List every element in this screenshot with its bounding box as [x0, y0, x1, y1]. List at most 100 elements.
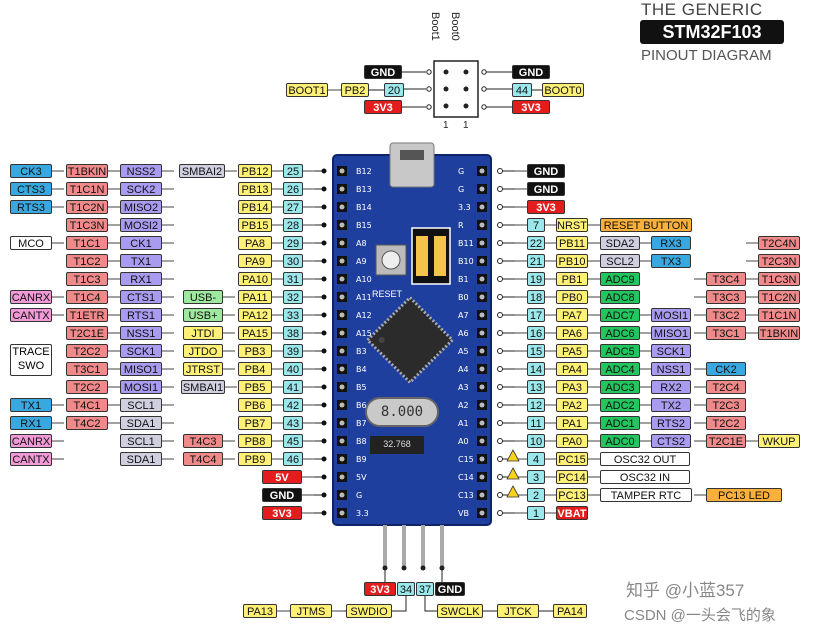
label-line: TRACE: [12, 346, 50, 358]
pin-label: 29: [283, 236, 303, 250]
pin-dot: [497, 276, 503, 282]
pin-label: 34: [397, 582, 415, 596]
pin-label: JTDO: [183, 344, 223, 358]
pin-dot: [321, 294, 327, 300]
pin-label: SCL1: [120, 434, 162, 448]
board-pin-label: A12: [356, 311, 372, 320]
header-pin-hole: [479, 366, 485, 372]
pin-label: PB3: [238, 344, 272, 358]
pin-label: 3: [527, 470, 545, 484]
header-pin-hole: [479, 258, 485, 264]
pin-label: SDA1: [120, 452, 162, 466]
pin-dot: [497, 222, 503, 228]
board-pin-label: A6: [458, 329, 469, 338]
board-pin-label: B1: [458, 275, 469, 284]
pin-dot: [497, 402, 503, 408]
pin-label: 7: [527, 218, 545, 232]
board-pin-label: B12: [356, 167, 372, 176]
pin-label: GND: [364, 65, 402, 79]
header-pin-hole: [339, 510, 345, 516]
pin-label: GND: [435, 582, 465, 596]
pin-label: NSS1: [120, 326, 162, 340]
pin-label: TX2: [651, 398, 691, 412]
pin-label: CK2: [706, 362, 746, 376]
pin-label: RTS1: [120, 308, 162, 322]
pin-label: RTS2: [651, 416, 691, 430]
header-pin-hole: [339, 222, 345, 228]
pin-label: PA12: [238, 308, 272, 322]
pin-dot: [321, 402, 327, 408]
header-pin-hole: [339, 294, 345, 300]
pin-label: PB15: [238, 218, 272, 232]
pin-label: T4C3: [183, 434, 223, 448]
pin-label: MISO1: [120, 362, 162, 376]
header-pin-hole: [479, 402, 485, 408]
pin-label: MISO2: [120, 200, 162, 214]
pin-dot: [497, 420, 503, 426]
pin-label: T1C4: [66, 290, 108, 304]
pin-label: 32: [283, 290, 303, 304]
pin-label: 43: [283, 416, 303, 430]
pin-label: T2C1E: [66, 326, 108, 340]
pin-label: SCL2: [600, 254, 640, 268]
pin-label: 3V3: [262, 506, 302, 520]
pin-label: JTDI: [183, 326, 223, 340]
header-pin-hole: [479, 168, 485, 174]
pin-label: ADC5: [600, 344, 640, 358]
mcu-chip: [365, 295, 455, 385]
crystal: [365, 397, 439, 427]
boot1-label: Boot1: [429, 12, 441, 41]
pin-label: 10: [527, 434, 545, 448]
watermark-zhihu: 知乎 @小蓝357: [626, 581, 745, 600]
pin-label: NSS1: [651, 362, 691, 376]
pin-dot: [497, 456, 503, 462]
board-pin-label: B8: [356, 437, 367, 446]
pin-label: 17: [527, 308, 545, 322]
header-pin-hole: [479, 348, 485, 354]
header-pin-hole: [339, 366, 345, 372]
pin-label: PA7: [556, 308, 588, 322]
pin-label: SMBAI2: [179, 164, 225, 178]
header-pin-hole: [479, 456, 485, 462]
pin-label: ADC2: [600, 398, 640, 412]
pin-dot: [497, 438, 503, 444]
pin-label: T4C1: [66, 398, 108, 412]
header-pin-hole: [339, 186, 345, 192]
pin-label: TX3: [651, 254, 691, 268]
board-pin-label: B9: [356, 455, 367, 464]
pin-dot: [497, 348, 503, 354]
pin-dot: [497, 168, 503, 174]
pin-label: PB2: [341, 83, 369, 97]
pin-label: PB13: [238, 182, 272, 196]
pin-label: USB+: [183, 308, 223, 322]
board-pin-label: A9: [356, 257, 367, 266]
pin-label: T1BKIN: [66, 164, 108, 178]
pin-label: T3C1: [706, 326, 746, 340]
board-pin-label: B13: [356, 185, 372, 194]
pin-label: PA8: [238, 236, 272, 250]
pin-label: 38: [283, 326, 303, 340]
pin-label: 18: [527, 290, 545, 304]
board-pin-label: A0: [458, 437, 469, 446]
pin-dot: [497, 510, 503, 516]
board-pin-label: B6: [356, 401, 367, 410]
pin-label: T2C4: [706, 380, 746, 394]
header-pin-hole: [479, 294, 485, 300]
pin-label: SCK1: [651, 344, 691, 358]
pin-label: PB1: [556, 272, 588, 286]
warning-icon: [506, 449, 520, 498]
pin-label: T1C2N: [66, 200, 108, 214]
pin-label: T1C3N: [66, 218, 108, 232]
pin-label: PC13: [556, 488, 588, 502]
pin-label: TAMPER RTC: [600, 488, 692, 502]
header-pin-hole: [339, 402, 345, 408]
header-pin-hole: [339, 204, 345, 210]
pin-label: RX3: [651, 236, 691, 250]
pin-label: SCK2: [120, 182, 162, 196]
pin-label: PA4: [556, 362, 588, 376]
pin-label: PA15: [238, 326, 272, 340]
pin-label: CANRX: [10, 434, 52, 448]
pin-label: 22: [527, 236, 545, 250]
